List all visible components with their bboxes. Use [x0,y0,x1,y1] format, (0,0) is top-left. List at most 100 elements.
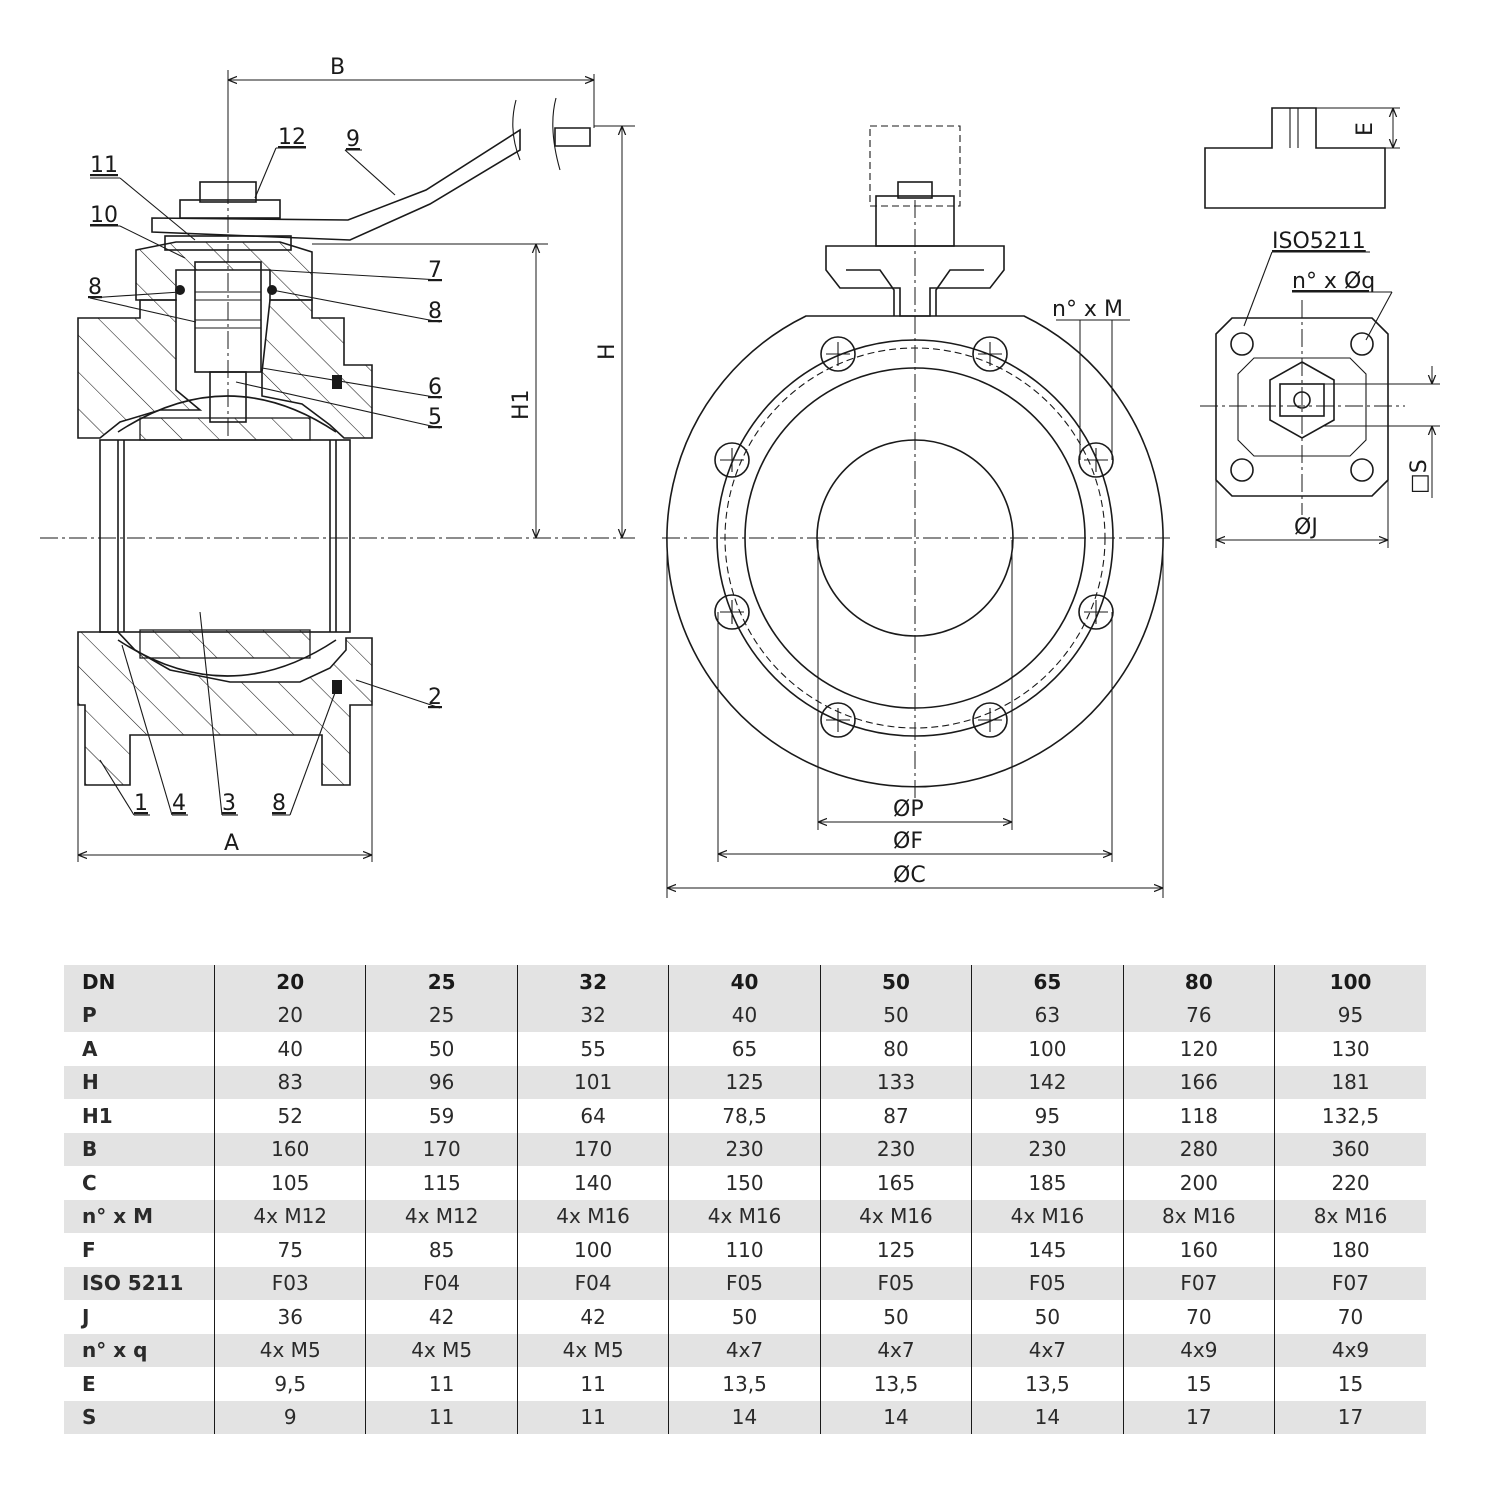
table-cell: 110 [668,1233,821,1267]
table-cell: 230 [971,1132,1124,1166]
table-cell: 125 [668,1065,821,1099]
row-label: P [82,1003,97,1028]
table-cell: 14 [971,1400,1124,1434]
table-cell: 40 [213,1032,366,1066]
callout-4: 4 [172,791,186,816]
column-header: 25 [365,965,518,999]
table-cell: 11 [365,1367,518,1401]
front-stem-nut [897,181,933,199]
table-cell: 36 [213,1300,366,1334]
callout-5: 5 [428,405,442,430]
table-cell: 8x M16 [1274,1199,1426,1233]
table-cell: 360 [1274,1132,1426,1166]
dimension-C-label: ØC [893,863,926,888]
column-header: 65 [971,965,1124,999]
table-cell: 9 [213,1400,366,1434]
table-cell: 140 [516,1166,669,1200]
body-seal-bottom [332,680,342,694]
row-label: n° x M [82,1204,153,1229]
row-label: S [82,1405,97,1430]
table-cell: 87 [819,1099,972,1133]
table-cell: 50 [971,1300,1124,1334]
table-cell: F04 [516,1266,669,1300]
table-cell: 165 [819,1166,972,1200]
iso5211-label: ISO5211 [1272,229,1366,254]
bolt-hole [714,442,750,478]
table-cell: 100 [971,1032,1124,1066]
table-cell: 100 [516,1233,669,1267]
table-cell: 133 [819,1065,972,1099]
table-cell: F05 [971,1266,1124,1300]
column-header: 40 [668,965,821,999]
callout-8-right: 8 [428,299,442,324]
o-ring-left [175,285,185,295]
front-view: n° x M ØP ØF ØC [662,125,1170,898]
table-cell: 95 [1274,998,1426,1032]
table-cell: F05 [819,1266,972,1300]
table-cell: 80 [819,1032,972,1066]
table-cell: 50 [819,1300,972,1334]
callout-8-top-left: 8 [88,275,102,300]
front-bonnet [825,245,1005,317]
callout-7: 7 [428,258,442,283]
table-cell: 166 [1122,1065,1275,1099]
table-cell: 170 [516,1132,669,1166]
column-header: 32 [516,965,669,999]
column-header: 50 [819,965,972,999]
table-cell: 142 [971,1065,1124,1099]
mounting-hole [1230,458,1254,482]
table-cell: 4x M5 [213,1333,366,1367]
dimension-S-label: □S [1407,459,1432,494]
row-label: A [82,1036,98,1061]
table-cell: 25 [365,998,518,1032]
table-cell: 145 [971,1233,1124,1267]
row-label: B [82,1137,98,1162]
table-cell: 115 [365,1166,518,1200]
callout-9: 9 [346,127,360,152]
table-cell: 17 [1274,1400,1426,1434]
table-cell: 14 [668,1400,821,1434]
table-cell: 160 [213,1132,366,1166]
table-cell: 4x M5 [365,1333,518,1367]
table-cell: 118 [1122,1099,1275,1133]
table-cell: 230 [668,1132,821,1166]
table-cell: 76 [1122,998,1275,1032]
callout-11: 11 [90,153,118,178]
table-cell: 230 [819,1132,972,1166]
bore-outline [99,439,351,633]
table-cell: 42 [516,1300,669,1334]
ball-top-arc [117,395,337,433]
table-cell: 125 [819,1233,972,1267]
row-label: ISO 5211 [82,1271,184,1296]
table-header-row: DN 20 25 32 40 50 65 80 100 [64,965,1426,999]
column-header: 20 [213,965,366,999]
callout-8-bottom: 8 [272,791,286,816]
row-label: F [82,1237,96,1262]
callout-1: 1 [134,791,148,816]
table-cell: 13,5 [819,1367,972,1401]
table-cell: 64 [516,1099,669,1133]
dimension-B-label: B [330,55,345,80]
row-label: H1 [82,1103,113,1128]
table-cell: 15 [1122,1367,1275,1401]
iso-pad-inner [1237,357,1367,457]
table-cell: 70 [1274,1300,1426,1334]
table-cell: 160 [1122,1233,1275,1267]
table-cell: 9,5 [213,1367,366,1401]
break-line-1 [512,99,521,161]
ball-upper-section [139,417,311,441]
table-cell: 130 [1274,1032,1426,1066]
table-header-label: DN [82,969,116,994]
table-cell: 132,5 [1274,1099,1426,1133]
mounting-hole [1350,458,1374,482]
table-cell: 17 [1122,1400,1275,1434]
table-cell: F04 [365,1266,518,1300]
